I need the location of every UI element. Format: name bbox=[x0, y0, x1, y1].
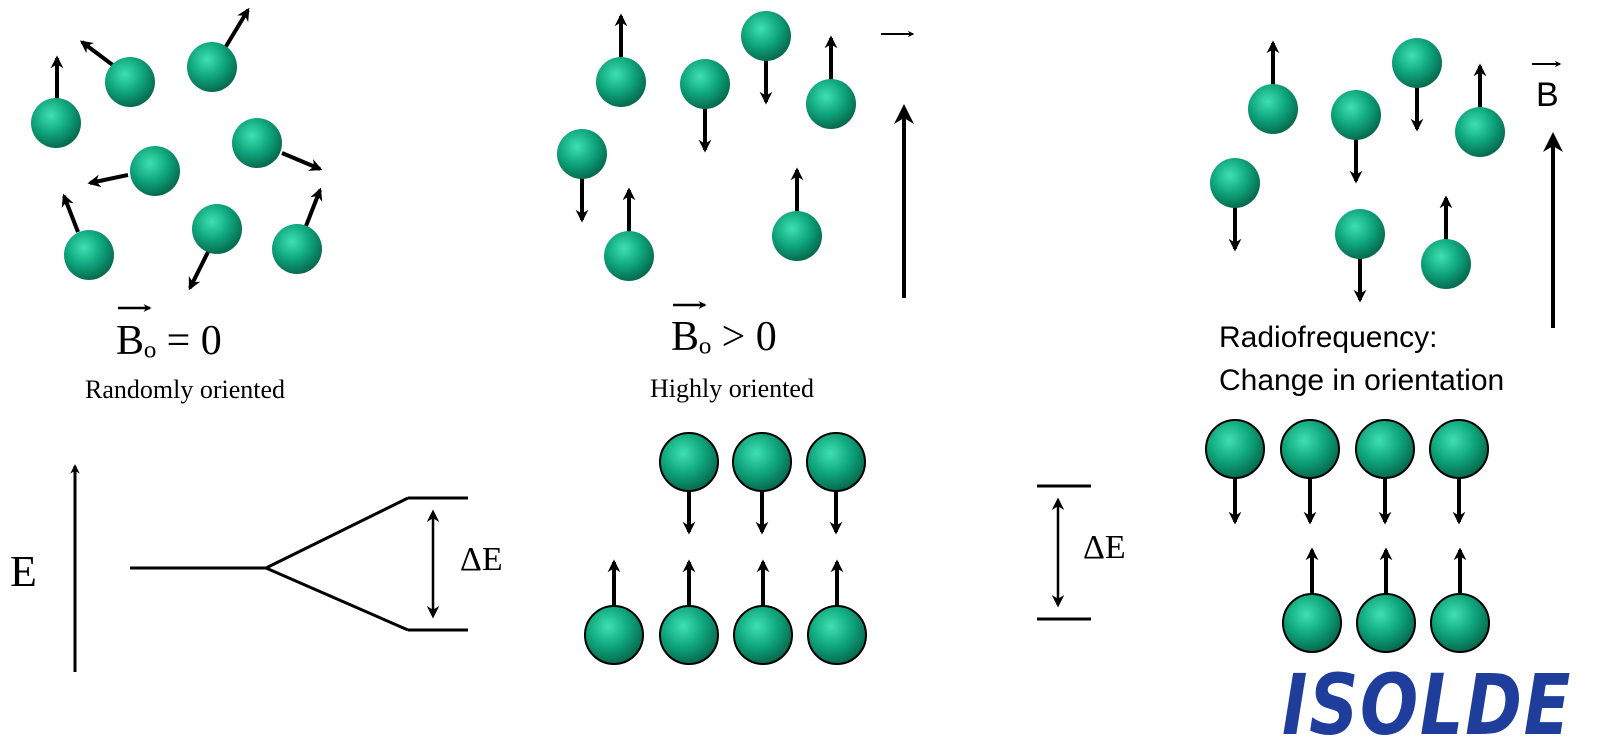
delta-e-label: ΔE bbox=[460, 541, 503, 578]
spin-down-sphere bbox=[1355, 419, 1415, 479]
spin-down-sphere bbox=[806, 432, 866, 492]
spin-down-sphere bbox=[1429, 419, 1489, 479]
label-b0-positive: Bₒ > 0 bbox=[671, 300, 777, 360]
spin-up-sphere bbox=[733, 605, 793, 665]
spin-sphere bbox=[1455, 107, 1505, 157]
caption-radiofrequency: Radiofrequency: bbox=[1219, 321, 1437, 354]
spin-sphere bbox=[192, 204, 242, 254]
spin-arrow bbox=[79, 40, 116, 68]
spin-sphere bbox=[1335, 209, 1385, 259]
spin-arrow bbox=[223, 7, 250, 50]
spin-sphere bbox=[105, 57, 155, 107]
split-line-upper bbox=[265, 496, 409, 570]
spin-down-sphere bbox=[732, 432, 792, 492]
spin-sphere bbox=[680, 59, 730, 109]
spin-sphere bbox=[557, 129, 607, 179]
caption-randomly-oriented: Randomly oriented bbox=[85, 375, 285, 404]
energy-axis-label: E bbox=[10, 547, 37, 596]
split-line-lower bbox=[265, 566, 409, 632]
spin-sphere bbox=[1392, 38, 1442, 88]
population-equilibrium bbox=[584, 432, 867, 665]
spin-up-sphere bbox=[1356, 593, 1416, 653]
label-b0-zero: Bₒ = 0 bbox=[116, 303, 222, 364]
spin-sphere bbox=[187, 42, 237, 92]
spin-up-sphere bbox=[807, 605, 867, 665]
spin-sphere bbox=[772, 211, 822, 261]
spin-up-sphere bbox=[659, 605, 719, 665]
population-after-rf bbox=[1205, 419, 1490, 653]
spin-sphere bbox=[806, 79, 856, 129]
spin-sphere bbox=[64, 230, 114, 280]
energy-gap-indicator: ΔE bbox=[1037, 484, 1126, 621]
oriented-spins-group bbox=[557, 11, 856, 281]
spin-sphere bbox=[232, 118, 282, 168]
spin-down-sphere bbox=[1205, 419, 1265, 479]
spin-up-sphere bbox=[1282, 593, 1342, 653]
spin-sphere bbox=[272, 224, 322, 274]
spin-arrow bbox=[188, 251, 210, 291]
caption-highly-oriented: Highly oriented bbox=[650, 374, 814, 403]
delta-e-label-2: ΔE bbox=[1083, 529, 1126, 566]
spin-sphere bbox=[596, 57, 646, 107]
spin-sphere bbox=[1248, 84, 1298, 134]
magnetic-field-b0 bbox=[881, 30, 915, 298]
spin-sphere bbox=[741, 11, 791, 61]
isolde-logo: ISOLDE bbox=[1282, 656, 1572, 740]
spin-sphere bbox=[1331, 90, 1381, 140]
spin-arrow bbox=[281, 151, 323, 171]
spin-arrow bbox=[61, 193, 80, 233]
spin-sphere bbox=[1210, 158, 1260, 208]
caption-change-orientation: Change in orientation bbox=[1219, 364, 1504, 397]
spin-sphere bbox=[130, 146, 180, 196]
rf-spins-group bbox=[1210, 38, 1505, 303]
spin-up-sphere bbox=[584, 605, 644, 665]
spin-down-sphere bbox=[1280, 419, 1340, 479]
spin-sphere bbox=[604, 231, 654, 281]
spin-arrow bbox=[304, 187, 323, 227]
spin-up-sphere bbox=[1430, 593, 1490, 653]
spin-sphere bbox=[31, 98, 81, 148]
energy-level-diagram: E ΔE bbox=[10, 464, 503, 672]
equation-b0-positive: Bₒ > 0 bbox=[671, 314, 777, 360]
magnetic-field-b: B bbox=[1532, 60, 1563, 328]
equation-b0-zero: Bₒ = 0 bbox=[116, 318, 222, 364]
spin-sphere bbox=[1421, 239, 1471, 289]
random-spins-group bbox=[31, 7, 323, 291]
spin-down-sphere bbox=[659, 432, 719, 492]
spin-arrow bbox=[87, 173, 129, 188]
field-label-b: B bbox=[1536, 76, 1559, 114]
